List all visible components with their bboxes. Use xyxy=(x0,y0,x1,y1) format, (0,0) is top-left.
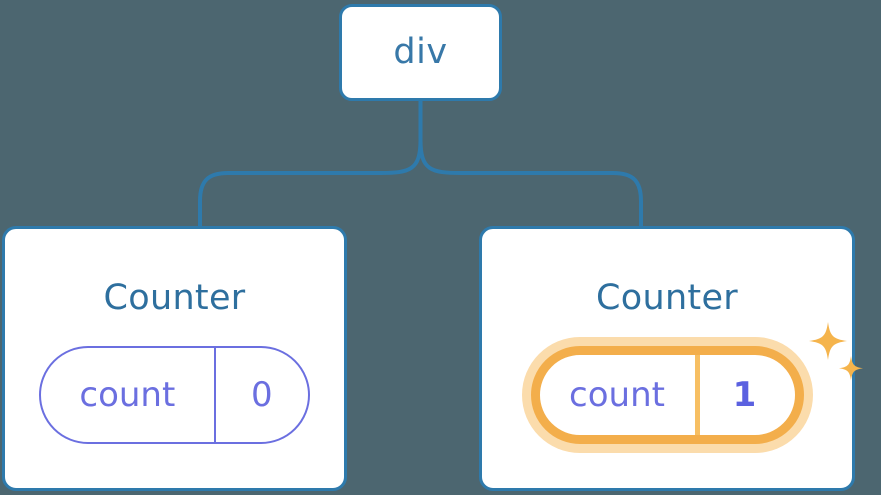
state-key-label: count xyxy=(569,375,665,415)
state-value-label: 0 xyxy=(251,375,273,415)
counter-right-state: count 1 xyxy=(530,322,863,444)
state-key-label: count xyxy=(79,375,176,415)
state-pill-value: 1 xyxy=(700,355,790,435)
state-pill-value: 0 xyxy=(216,348,308,442)
node-div-label: div xyxy=(393,32,448,72)
connector-branch-right xyxy=(418,138,643,228)
state-pill-key: count xyxy=(540,355,700,435)
counter-right-title: Counter xyxy=(596,278,738,318)
connector-branch-left xyxy=(198,138,423,228)
state-value-label: 1 xyxy=(732,375,757,415)
sparkle-icon xyxy=(838,356,863,381)
state-pill-count-0[interactable]: count 0 xyxy=(39,346,310,444)
state-pill-key: count xyxy=(41,348,216,442)
counter-left-state: count 0 xyxy=(39,346,310,444)
node-counter-right[interactable]: Counter count 1 xyxy=(479,226,863,491)
sparkle-icon xyxy=(808,322,847,360)
node-counter-left[interactable]: Counter count 0 xyxy=(2,226,347,491)
state-pill-count-1[interactable]: count 1 xyxy=(530,346,804,444)
node-div[interactable]: div xyxy=(339,4,502,101)
sparkle-group xyxy=(806,318,866,398)
counter-left-title: Counter xyxy=(103,278,246,318)
